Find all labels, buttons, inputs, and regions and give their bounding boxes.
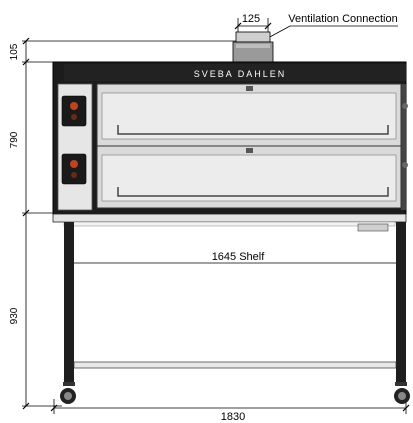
lower-shelf (73, 361, 397, 369)
total-width-label: 1830 (221, 411, 245, 423)
right-side-trim (401, 84, 406, 210)
lower-deck-door (96, 145, 402, 209)
dimension-lines (22, 18, 407, 414)
vent-width-label: 125 (242, 13, 260, 25)
upper-door-emblem-icon (246, 86, 253, 91)
brand-logo: SVEBA DAHLEN (194, 69, 287, 79)
lower-door-emblem-icon (246, 148, 253, 153)
dimension-ticks (22, 22, 410, 412)
lower-deck-indicator-icon (70, 160, 78, 168)
oven-stand (52, 213, 410, 404)
oven-height-label: 790 (9, 131, 20, 148)
upper-deck-door (96, 83, 402, 147)
vent-height-label: 105 (9, 43, 20, 60)
stand-height-label: 930 (9, 307, 20, 324)
lower-side-bolt-icon (402, 162, 408, 168)
ventilation-chimney (232, 31, 274, 63)
shelf-width-label: 1645 Shelf (212, 251, 266, 263)
caster-right-icon (394, 382, 410, 404)
drip-tray (357, 223, 389, 232)
upper-deck-indicator-icon (70, 102, 78, 110)
upper-side-bolt-icon (402, 103, 408, 109)
ventilation-label: Ventilation Connection (288, 13, 397, 25)
control-panel (57, 83, 93, 211)
caster-left-icon (60, 382, 76, 404)
